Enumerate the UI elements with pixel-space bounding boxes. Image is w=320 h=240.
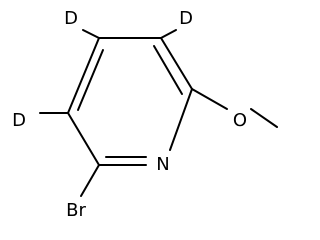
atom-bromine: Br [66, 200, 86, 221]
bond-c6-n [169, 88, 193, 151]
atom-oxygen: O [233, 110, 247, 131]
bond-c6-c6inner [153, 45, 183, 95]
bond-c2-c3 [67, 112, 100, 166]
atom-nitrogen: N [156, 154, 169, 175]
bond-c5-d [160, 29, 177, 39]
molecule-diagram: D D D N Br O [12, 8, 278, 221]
bond-o-ch3 [250, 108, 278, 128]
bond-c3-c4 [67, 37, 100, 114]
bond-c6-o [191, 88, 228, 110]
bond-c2-br [80, 164, 100, 197]
bond-c5-c6 [160, 37, 193, 90]
atom-d-top-right: D [179, 8, 193, 29]
atom-d-left: D [12, 110, 26, 131]
atom-d-top-left: D [64, 8, 78, 29]
bond-c4-d [82, 29, 100, 39]
bond-c3-c4-inner [77, 49, 104, 111]
